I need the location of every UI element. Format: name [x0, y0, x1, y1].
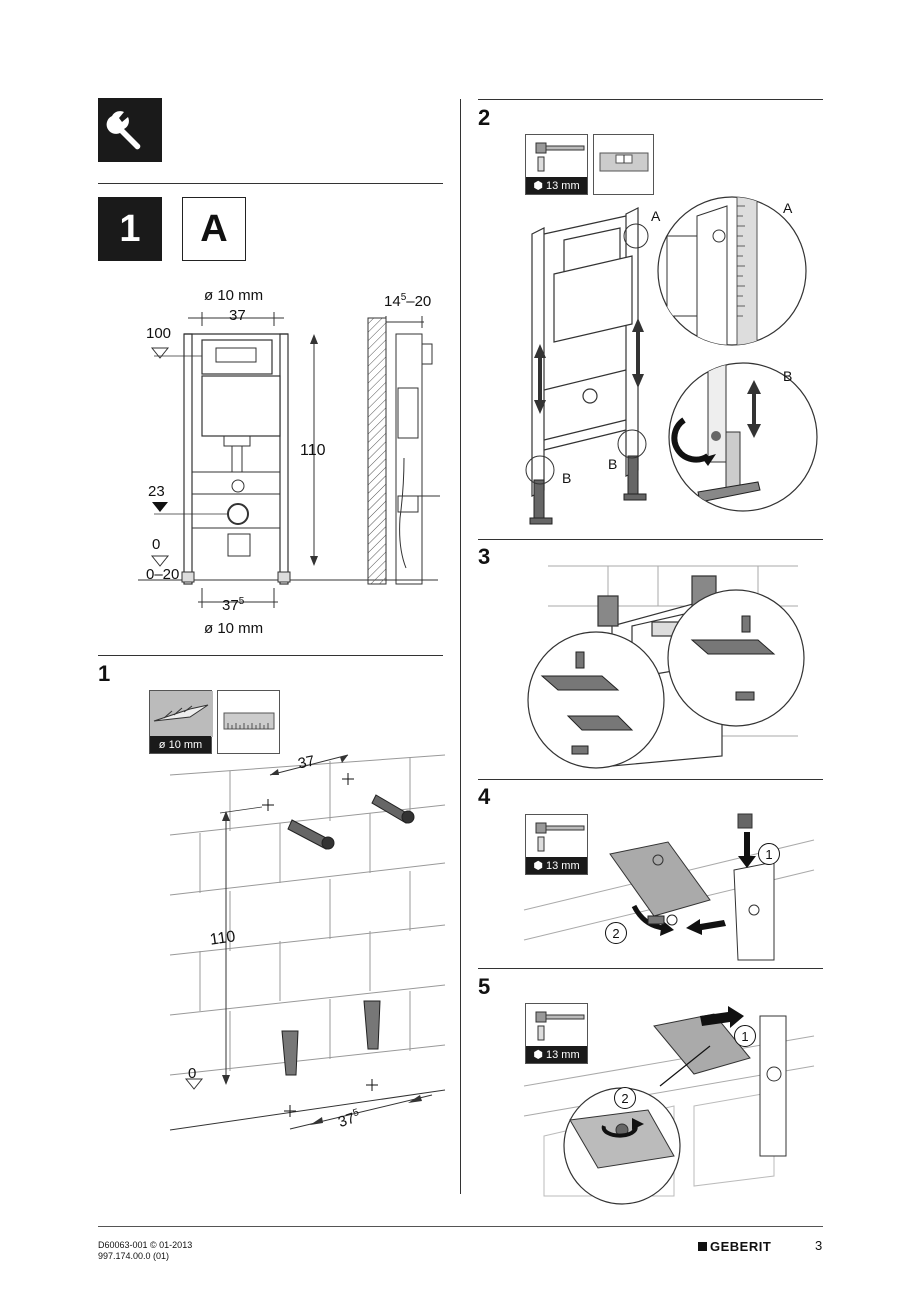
label-b-right: B	[608, 456, 618, 472]
label-b-left: B	[562, 470, 572, 486]
wall-drilling-drawing	[169, 754, 446, 1131]
divider-step3	[478, 539, 823, 540]
detail-a-zoom	[657, 196, 807, 346]
dim-diameter-bottom: ø 10 mm	[204, 620, 264, 637]
step-5-number: 5	[478, 974, 491, 999]
socket-wrench-icon-step4	[535, 822, 585, 852]
level-23-label: 23	[148, 483, 165, 500]
divider-step1-left	[98, 655, 443, 656]
step1-dim-height: 110	[208, 928, 237, 949]
dim-diameter-top: ø 10 mm	[204, 287, 264, 304]
step-1-number: 1	[98, 661, 111, 686]
column-divider	[460, 99, 461, 1194]
label-a-frame: A	[651, 208, 661, 224]
drill-bit-icon	[150, 691, 213, 737]
dim-width-top: 37	[229, 307, 246, 324]
level-tool-card	[593, 134, 654, 195]
level-0-label: 0	[152, 536, 161, 553]
footer-doc-info: D60063-001 © 01-2013 997.174.00.0 (01)	[98, 1240, 192, 1262]
footer-doc-id: D60063-001 © 01-2013	[98, 1240, 193, 1250]
detail-b-zoom	[668, 362, 818, 512]
dim-width-bottom-base: 37	[222, 597, 239, 614]
step4-callout-2: 2	[605, 922, 627, 944]
footer-doc-num: 997.174.00.0 (01)	[98, 1251, 170, 1261]
page-number: 3	[815, 1238, 823, 1253]
dim-width-bottom-sup: 5	[238, 596, 245, 607]
detail-a-label: A	[783, 200, 793, 216]
divider-step5	[478, 968, 823, 969]
dim-depth-base: 14	[384, 293, 401, 310]
step-4-number: 4	[478, 784, 491, 809]
step1-dim-top: 37	[296, 752, 317, 773]
wrench-tool-card-step4: ⬢13 mm	[525, 814, 588, 875]
divider-top-left	[98, 183, 443, 184]
level-100-label: 100	[146, 325, 172, 342]
wrench-tool-card-step2: ⬢13 mm	[525, 134, 588, 195]
step4-wrench-caption: 13 mm	[545, 859, 580, 872]
geberit-logo-text: GEBERIT	[710, 1239, 772, 1254]
ruler-icon	[223, 712, 275, 730]
step4-callout-1: 1	[758, 843, 780, 865]
bracket-insertion-drawing	[523, 813, 815, 961]
dim-height-110: 110	[300, 442, 326, 459]
step5-callout-2: 2	[614, 1087, 636, 1109]
drill-tool-card: ø 10 mm	[149, 690, 213, 754]
bracket-tightening-drawing	[523, 1006, 815, 1205]
spirit-level-icon	[599, 152, 649, 172]
drill-caption: ø 10 mm	[150, 736, 211, 753]
socket-wrench-icon-step5	[535, 1011, 585, 1041]
step5-wrench-caption: 13 mm	[545, 1048, 580, 1061]
dim-depth: 145–20	[384, 292, 431, 310]
dim-depth-range-end: –20	[406, 293, 432, 310]
detail-b-label: B	[783, 368, 793, 384]
socket-wrench-icon	[535, 142, 585, 172]
frame-adjustment-drawing	[525, 207, 649, 525]
dim-width-bottom: 375	[222, 596, 244, 614]
step-2-number: 2	[478, 105, 491, 130]
divider-step4	[478, 779, 823, 780]
wrench-icon	[98, 98, 162, 162]
nut-icon-step4: ⬢	[533, 860, 543, 872]
step-3-number: 3	[478, 544, 491, 569]
bracket-assembly-drawing	[527, 565, 805, 769]
step5-callout-1: 1	[734, 1025, 756, 1047]
geberit-logo-mark	[698, 1242, 707, 1251]
frame-front-view-drawing	[138, 312, 440, 608]
footer-rule	[98, 1226, 823, 1227]
ruler-tool-card	[217, 690, 280, 754]
wrench-tool-card-step5: ⬢13 mm	[525, 1003, 588, 1064]
nut-icon: ⬢	[533, 180, 543, 192]
variant-badge: A	[182, 197, 246, 261]
level-0-20-label: 0–20	[146, 566, 180, 583]
nut-icon-step5: ⬢	[533, 1049, 543, 1061]
divider-top-right	[478, 99, 823, 100]
dim-depth-sup: 5	[400, 292, 407, 303]
step-number-badge: 1	[98, 197, 162, 261]
step2-wrench-caption: 13 mm	[545, 179, 580, 192]
step1-level-0: 0	[188, 1065, 197, 1082]
geberit-logo: GEBERIT	[698, 1239, 771, 1254]
